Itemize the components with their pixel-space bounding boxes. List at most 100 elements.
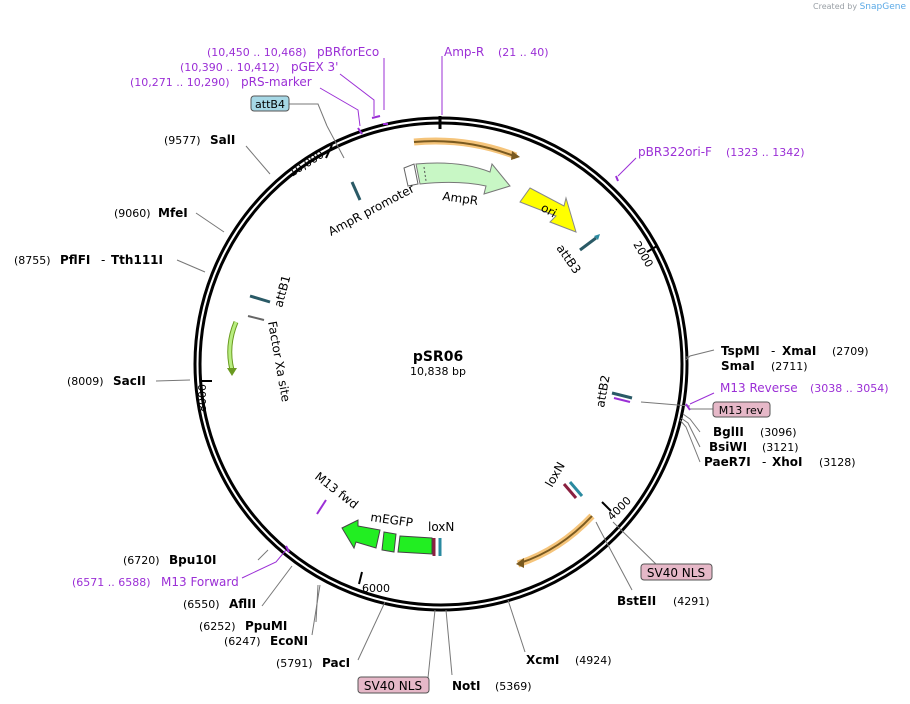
attb2-feature xyxy=(611,391,633,403)
enzyme-name-xhoi: XhoI xyxy=(772,455,803,469)
enzyme-pos-aflii: (6550) xyxy=(183,598,220,611)
m13-rev-label: M13 rev xyxy=(719,404,764,417)
ori-feature xyxy=(519,187,577,233)
enzyme-pos-bglii: (3096) xyxy=(760,426,797,439)
tick-label-2000: 2000 xyxy=(630,239,655,270)
enzyme-pos-sali: (9577) xyxy=(164,134,201,147)
snapgene-brand: SnapGene xyxy=(859,2,906,12)
tick-10000 xyxy=(325,144,333,159)
tick-label-4000: 4000 xyxy=(605,494,634,523)
primer-range-m13-forward: (6571 .. 6588) xyxy=(72,576,151,589)
feature-label-attb1: attB1 xyxy=(271,274,293,309)
credit-prefix: Created by xyxy=(813,2,858,11)
plasmid-name: pSR06 xyxy=(413,349,463,365)
boxed-label-sv40-right: SV40 NLS xyxy=(640,563,713,581)
enzyme-pos-bsiwi: (3121) xyxy=(762,441,799,454)
boxed-label-sv40-bottom: SV40 NLS xyxy=(357,676,430,694)
boxed-label-attb4: attB4 xyxy=(250,95,290,112)
enzyme-name-bpu10i: Bpu10I xyxy=(169,553,216,567)
primer-name-m13-forward: M13 Forward xyxy=(161,575,239,589)
primer-range-pgex: (10,390 .. 10,412) xyxy=(180,61,280,74)
sv40-orf xyxy=(519,515,593,564)
enzyme-name-ppumi: PpuMI xyxy=(245,619,287,633)
enzyme-pos-tspmi: (2709) xyxy=(832,345,869,358)
enzyme-pos-mfei: (9060) xyxy=(114,207,151,220)
sv40-right-label: SV40 NLS xyxy=(647,566,705,580)
primer-name-m13-reverse: M13 Reverse xyxy=(720,381,798,395)
attb3-feature xyxy=(579,234,600,252)
feature-label-loxn-bottom: loxN xyxy=(428,520,454,534)
loxn-bottom-feature xyxy=(432,538,442,556)
enzyme-name-econi: EcoNI xyxy=(270,634,308,648)
enzyme-name-paer7i: PaeR7I xyxy=(704,455,751,469)
attb4-feature xyxy=(350,181,362,201)
primer-name-pbr322ori: pBR322ori-F xyxy=(638,145,712,159)
enzyme-pos-noti: (5369) xyxy=(495,680,532,693)
enzyme-pos-bpu10i: (6720) xyxy=(123,554,160,567)
primer-name-pgex: pGEX 3' xyxy=(291,60,338,74)
ampr-feature xyxy=(415,162,511,195)
tick-label-6000: 6000 xyxy=(362,582,390,595)
primer-leaders xyxy=(241,56,715,579)
primer-range-pbrforeco: (10,450 .. 10,468) xyxy=(207,46,307,59)
feature-label-megfp: mEGFP xyxy=(370,510,414,530)
enzyme-pos-ppumi: (6252) xyxy=(199,620,236,633)
primer-labels: (10,450 .. 10,468) pBRforEco (10,390 .. … xyxy=(72,45,889,589)
enzyme-pos-paer7i: (3128) xyxy=(819,456,856,469)
enzyme-name-xcmi: XcmI xyxy=(526,653,559,667)
feature-label-attb3: attB3 xyxy=(554,242,584,277)
enzyme-sep-paer7i: - xyxy=(762,455,766,469)
enzyme-name-bglii: BglII xyxy=(713,425,744,439)
tick-4000 xyxy=(601,501,612,512)
enzyme-pos-smai: (2711) xyxy=(771,360,808,373)
enzyme-name-paci: PacI xyxy=(322,656,350,670)
primer-range-ampr: (21 .. 40) xyxy=(498,46,549,59)
primer-range-m13-reverse: (3038 .. 3054) xyxy=(810,382,889,395)
primer-name-ampr: Amp-R xyxy=(444,45,484,59)
loxn-right-feature xyxy=(562,481,584,499)
plasmid-length: 10,838 bp xyxy=(410,365,466,378)
feature-label-ori: ori xyxy=(539,200,560,220)
tick-label-10000: 10,000 xyxy=(287,148,327,179)
orf-arc-amp xyxy=(413,140,515,157)
factor-xa-feature xyxy=(247,315,265,321)
primer-range-prs: (10,271 .. 10,290) xyxy=(130,76,230,89)
tick-6000 xyxy=(358,571,363,585)
tick-2000 xyxy=(646,245,658,253)
enzyme-name-tth111i: Tth111I xyxy=(111,253,163,267)
megfp-feature xyxy=(341,519,433,555)
enzyme-name-sali: SalI xyxy=(210,133,235,147)
tick-marks xyxy=(200,144,658,585)
enzyme-name-xmai: XmaI xyxy=(782,344,816,358)
orf-arc-amp-head xyxy=(511,151,520,160)
enzyme-pos-paci: (5791) xyxy=(276,657,313,670)
feature-label-ampr-promoter: AmpR promoter xyxy=(326,181,417,238)
primer-range-pbr322ori: (1323 .. 1342) xyxy=(726,146,805,159)
enzyme-sep-tspmi: - xyxy=(771,344,775,358)
enzyme-name-bsteii: BstEII xyxy=(617,594,656,608)
primer-name-pbrforeco: pBRforEco xyxy=(317,45,379,59)
enzyme-name-mfei: MfeI xyxy=(158,206,188,220)
attb1-feature xyxy=(249,294,271,304)
enzyme-name-pflfi: PflFI xyxy=(60,253,90,267)
feature-label-attb2: attB2 xyxy=(593,374,612,409)
enzyme-pos-pflfi: (8755) xyxy=(14,254,51,267)
enzyme-pos-xcmi: (4924) xyxy=(575,654,612,667)
tick-label-8000: 8000 xyxy=(196,384,209,412)
enzyme-name-sacii: SacII xyxy=(113,374,146,388)
enzyme-name-smai: SmaI xyxy=(721,359,755,373)
enzyme-name-aflii: AflII xyxy=(229,597,256,611)
primer-arrows xyxy=(285,115,691,553)
enzyme-name-noti: NotI xyxy=(452,679,481,693)
sv40-orf-halo xyxy=(516,513,595,568)
enzyme-pos-econi: (6247) xyxy=(224,635,261,648)
credit-label: Created by SnapGene xyxy=(813,2,906,12)
enzyme-pos-bsteii: (4291) xyxy=(673,595,710,608)
enzyme-labels: (9577) SalI (9060) MfeI (8755) PflFI - T… xyxy=(14,133,869,693)
feature-label-ampr: AmpR xyxy=(442,189,479,208)
enzyme-name-bsiwi: BsiWI xyxy=(709,440,747,454)
enzyme-pos-sacii: (8009) xyxy=(67,375,104,388)
primer-name-prs: pRS-marker xyxy=(241,75,312,89)
boxed-label-m13-rev: M13 rev xyxy=(712,401,771,418)
